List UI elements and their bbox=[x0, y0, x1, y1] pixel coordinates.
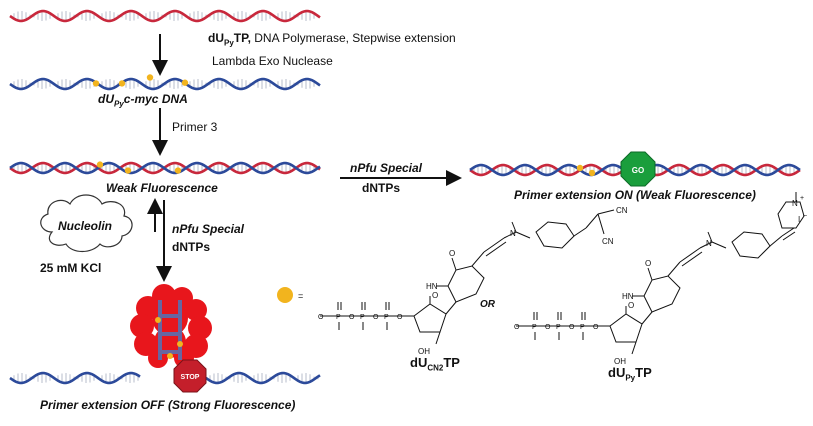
stop-sign: STOP bbox=[173, 359, 207, 393]
go-sign: GO bbox=[620, 151, 656, 187]
primer3-label: Primer 3 bbox=[172, 120, 218, 134]
legend-equals: = bbox=[298, 291, 304, 301]
tp-o: O bbox=[593, 324, 599, 331]
labeled-dna-label: dUPyc-myc DNA bbox=[98, 92, 188, 111]
tp-o: O bbox=[397, 314, 403, 321]
cn2-name-prefix: dU bbox=[410, 355, 428, 370]
py-oh-label: OH bbox=[614, 357, 626, 366]
dye-dot bbox=[181, 79, 189, 86]
py-name-sub: Py bbox=[625, 373, 636, 383]
py-name-suffix: TP bbox=[635, 365, 652, 380]
dye-dot bbox=[96, 161, 104, 168]
g-quadruplex bbox=[158, 300, 182, 360]
weak-fluorescence-label: Weak Fluorescence bbox=[106, 181, 218, 195]
dye-dot bbox=[588, 169, 596, 177]
tp-p: P bbox=[384, 314, 389, 321]
dna-prefix: dU bbox=[98, 92, 114, 106]
step1-reagents: dUPyTP, DNA Polymerase, Stepwise extensi… bbox=[208, 31, 456, 50]
dUpytp-name: dUPyTP bbox=[608, 366, 652, 386]
cn2-n-label: N bbox=[510, 229, 516, 238]
py-hn-label: HN bbox=[622, 292, 634, 301]
triphosphate-labels-cn2: O P O P O P O bbox=[318, 314, 403, 321]
primer-off-right bbox=[205, 371, 321, 385]
right-enzyme-label: nPfu Special bbox=[350, 161, 423, 175]
cn2-name-suffix: TP bbox=[443, 355, 460, 370]
ssdna-template bbox=[9, 9, 321, 23]
cn2-name-sub: CN2 bbox=[427, 363, 444, 373]
cn2-o1-label: O bbox=[449, 249, 455, 258]
reagent-rest: DNA Polymerase, Stepwise extension bbox=[250, 31, 456, 45]
py-o1-label: O bbox=[645, 259, 651, 268]
tp-o: O bbox=[349, 314, 355, 321]
tp-o: O bbox=[569, 324, 575, 331]
nucleolin-cloud bbox=[40, 194, 133, 253]
reagent-prefix: dU bbox=[208, 31, 224, 45]
py-minus-label: – bbox=[803, 212, 807, 219]
dye-dot bbox=[174, 167, 182, 174]
dye-dot bbox=[576, 164, 584, 172]
py-n-label: N bbox=[706, 239, 712, 248]
tp-o-minus: O bbox=[514, 324, 520, 331]
stop-sign-label: STOP bbox=[181, 374, 200, 381]
nucleolin-label: Nucleolin bbox=[58, 219, 113, 233]
dye-dot bbox=[167, 353, 173, 359]
dna-sub: Py bbox=[114, 99, 124, 109]
primer-annealed-duplex bbox=[9, 161, 321, 175]
dye-dot bbox=[177, 341, 183, 347]
py-plus-label: + bbox=[800, 195, 804, 202]
dna-helices bbox=[9, 9, 801, 385]
step1-line2: Lambda Exo Nuclease bbox=[212, 54, 333, 68]
dUcn2tp-name: dUCN2TP bbox=[410, 356, 460, 376]
cn2-o2-label: O bbox=[432, 291, 438, 300]
dye-dot bbox=[124, 167, 132, 174]
tp-o: O bbox=[373, 314, 379, 321]
dye-dot bbox=[118, 80, 126, 87]
go-sign-label: GO bbox=[632, 166, 644, 175]
dye-dot bbox=[92, 80, 100, 87]
labeled-ssdna bbox=[9, 74, 321, 91]
down-enzyme-label: nPfu Special bbox=[172, 222, 245, 236]
legend-dot bbox=[277, 287, 293, 303]
tp-p: P bbox=[532, 324, 537, 331]
tp-p: P bbox=[580, 324, 585, 331]
primer-off-left bbox=[9, 371, 141, 385]
dna-suffix: c-myc DNA bbox=[123, 92, 188, 106]
tp-p: P bbox=[336, 314, 341, 321]
primer-on-label: Primer extension ON (Weak Fluorescence) bbox=[514, 188, 756, 202]
or-label: OR bbox=[480, 299, 495, 310]
cn2-hn-label: HN bbox=[426, 282, 438, 291]
tp-o: O bbox=[545, 324, 551, 331]
cn2-cn-a-label: CN bbox=[616, 206, 628, 215]
tp-p: P bbox=[556, 324, 561, 331]
cn2-cn-b-label: CN bbox=[602, 237, 614, 246]
tp-p: P bbox=[360, 314, 365, 321]
nucleolin-protein bbox=[130, 284, 212, 368]
reagent-suffix: TP, bbox=[233, 31, 251, 45]
dye-dot bbox=[146, 74, 154, 81]
dye-dot bbox=[155, 317, 161, 323]
py-iodide-label: I bbox=[798, 215, 800, 224]
chem-dUpytp-labels: HN O O N N + I – OH bbox=[614, 195, 807, 366]
triphosphate-labels-py: O P O P O P O bbox=[514, 324, 599, 331]
py-n-plus-label: N bbox=[792, 199, 798, 208]
py-o2-label: O bbox=[628, 301, 634, 310]
chem-dUpytp bbox=[516, 192, 805, 355]
py-name-prefix: dU bbox=[608, 365, 626, 380]
down-reagent-label: dNTPs bbox=[172, 240, 211, 254]
right-reagent-label: dNTPs bbox=[362, 181, 401, 195]
primer-off-label: Primer extension OFF (Strong Fluorescenc… bbox=[40, 398, 296, 412]
chem-dUcn2tp-labels: HN O O N CN CN OH bbox=[418, 206, 628, 356]
tp-o-minus: O bbox=[318, 314, 324, 321]
chem-dUcn2tp bbox=[320, 209, 615, 345]
kcl-label: 25 mM KCl bbox=[40, 261, 102, 275]
reagent-sub: Py bbox=[224, 38, 234, 48]
cn2-oh-label: OH bbox=[418, 347, 430, 356]
